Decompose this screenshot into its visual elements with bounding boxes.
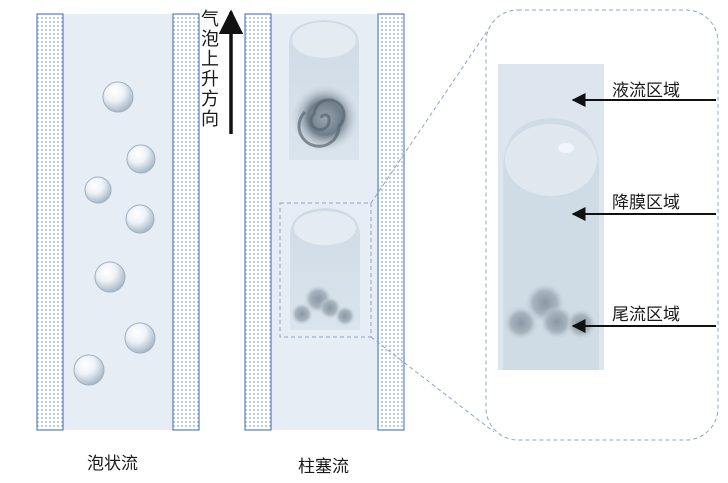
bubble <box>125 204 155 234</box>
direction-char: 升 <box>201 69 219 90</box>
zoom-selection-box <box>279 202 372 338</box>
direction-char: 气 <box>201 9 219 30</box>
bubbly-right-wall <box>172 13 200 431</box>
direction-char: 上 <box>201 49 219 70</box>
bubbles <box>73 81 156 386</box>
slug-flow-tube <box>244 13 405 431</box>
zoomed-detail-panel <box>485 9 719 441</box>
direction-char: 向 <box>201 109 219 130</box>
slug-left-wall <box>244 13 272 431</box>
wake-vortex-top <box>291 84 359 152</box>
liquid-region-label: 液流区域 <box>612 81 680 101</box>
film-region-label: 降膜区域 <box>612 193 680 213</box>
taylor-bubble-top-cap <box>292 22 356 58</box>
bubble <box>73 354 105 386</box>
direction-char: 方 <box>201 89 219 110</box>
taylor-bubble-lower-cap <box>294 211 356 245</box>
detail-bubble-cap <box>505 124 597 196</box>
direction-label: 气 泡 上 升 方 向 <box>200 10 220 130</box>
bubbly-flow-caption: 泡状流 <box>87 454 138 474</box>
bubble <box>84 176 112 204</box>
direction-char: 泡 <box>201 29 219 50</box>
zoom-connector-bottom <box>370 336 495 433</box>
wake-region-label: 尾流区域 <box>612 305 680 325</box>
bubbly-flow-tube <box>36 13 200 431</box>
wake-puffs-lower <box>291 285 355 326</box>
bubble <box>126 144 156 174</box>
zoom-connector-top <box>370 17 497 204</box>
bubbly-left-wall <box>36 13 64 431</box>
bubble <box>94 261 126 293</box>
slug-right-wall <box>377 13 405 431</box>
detail-bubble-highlight <box>558 143 574 153</box>
bubble <box>102 81 134 113</box>
bubble <box>124 322 156 354</box>
slug-flow-caption: 柱塞流 <box>298 457 349 477</box>
